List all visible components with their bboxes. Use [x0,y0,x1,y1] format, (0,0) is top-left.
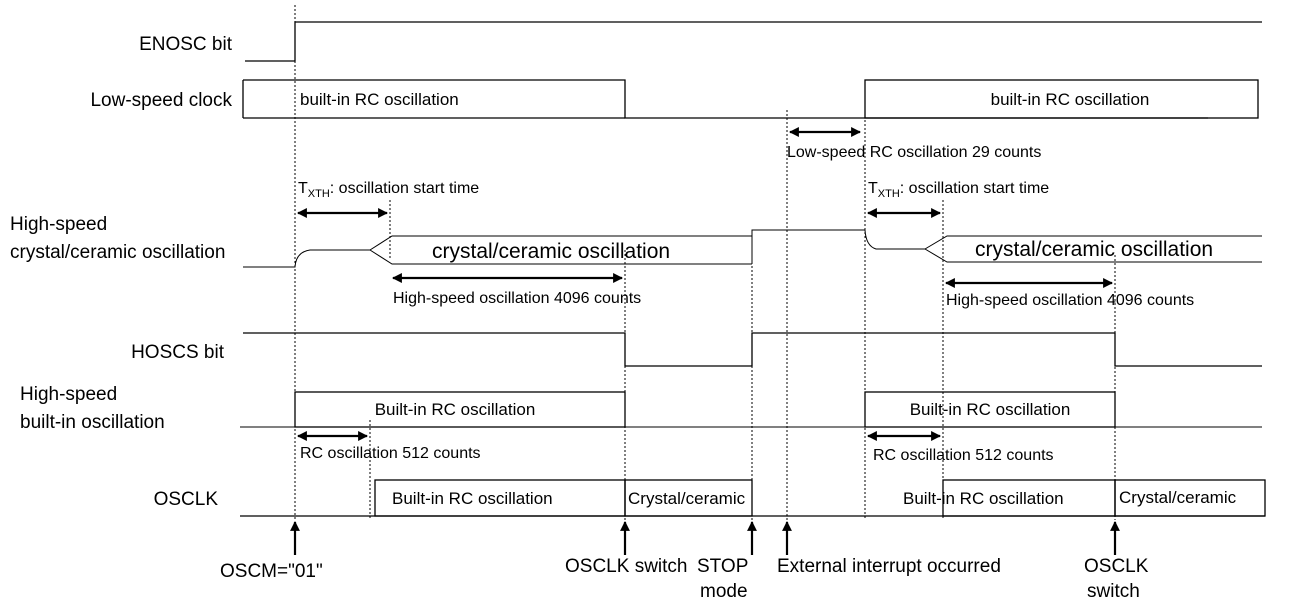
lowspeed-rc-label-1: built-in RC oscillation [300,90,459,109]
enosc-waveform [245,21,1262,62]
hs-rc-label-2: Built-in RC oscillation [910,400,1071,419]
hs-xtal-waveform [243,229,1262,268]
event-external-interrupt: External interrupt occurred [777,556,1001,577]
rc-512-label-1: RC oscillation 512 counts [300,445,481,462]
txth-label-1: TXTH: oscillation start time [298,180,479,200]
event-arrows [290,521,1120,555]
osclk-xtal-label-2: Crystal/ceramic [1119,488,1237,507]
lowspeed-rc-label-2: built-in RC oscillation [991,90,1150,109]
event-osclk-switch-2-line2: switch [1087,581,1140,602]
rc-512-label-2: RC oscillation 512 counts [873,447,1054,464]
label-hs-rc-line2: built-in oscillation [20,412,165,433]
hs-rc-box-2 [864,391,1116,428]
label-hs-xtal-line1: High-speed [10,214,107,235]
label-hoscs: HOSCS bit [131,342,225,363]
hs-4096-label-1: High-speed oscillation 4096 counts [393,290,641,307]
osclk-rc-label-2: Built-in RC oscillation [903,489,1064,508]
osclk-xtal-box-1 [624,479,753,517]
txth-label-2: TXTH: oscillation start time [868,180,1049,200]
osclk-xtal-box-2 [1114,479,1266,517]
reference-lines [294,5,1116,520]
hoscs-waveform [243,332,1262,367]
label-low-speed-clock: Low-speed clock [90,90,232,111]
xtal-label-2: crystal/ceramic oscillation [975,238,1213,261]
event-oscm: OSCM="01" [220,561,323,582]
event-stop-line1: STOP [697,556,748,577]
osclk-rc-label-1: Built-in RC oscillation [392,489,553,508]
label-osclk: OSCLK [154,489,219,510]
event-stop-line2: mode [700,581,748,602]
label-hs-xtal-line2: crystal/ceramic oscillation [10,242,225,263]
lowspeed-29-label: Low-speed RC oscillation 29 counts [787,144,1041,161]
label-hs-rc-line1: High-speed [20,384,117,405]
osclk-xtal-label-1: Crystal/ceramic [628,489,746,508]
hs-xtal-envelope-1 [369,235,752,265]
label-enosc: ENOSC bit [139,34,233,55]
hs-rc-label-1: Built-in RC oscillation [375,400,536,419]
hs-xtal-startup-1 [243,249,370,268]
hs-xtal-envelope-2 [924,235,1262,263]
hs-xtal-stop-restart [751,229,925,264]
event-osclk-switch-1: OSCLK switch [565,556,687,577]
xtal-label-1: crystal/ceramic oscillation [432,240,670,263]
hs-4096-label-2: High-speed oscillation 4096 counts [946,292,1194,309]
low-speed-box2 [864,79,1259,119]
event-osclk-switch-2-line1: OSCLK [1084,556,1149,577]
hs-rc-box-1 [294,391,626,428]
